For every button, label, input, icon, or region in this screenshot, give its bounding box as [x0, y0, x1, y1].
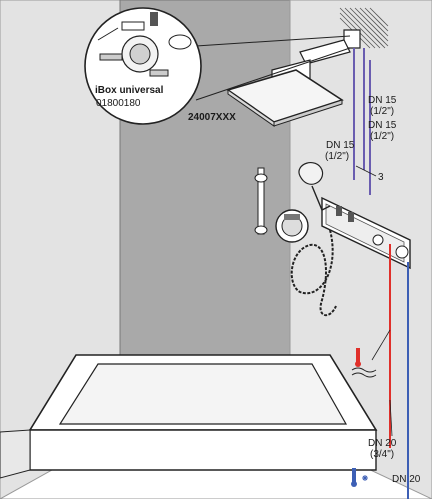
hand-shower-rail [254, 161, 331, 235]
leader-lines [371, 329, 393, 437]
dn20-a-line2: (3/4") [370, 449, 394, 460]
dn15-a-line2: (1/2") [370, 106, 394, 117]
dn20-b-line1: DN 20 [392, 474, 421, 485]
side-mark-label: 3 [378, 172, 384, 183]
ibox-code-label: 01800180 [96, 98, 141, 109]
ibox-part [97, 12, 192, 77]
shower-code-label: 24007XXX [188, 112, 236, 123]
wall-connector [275, 209, 309, 243]
thermometer-cold-icon [351, 468, 368, 487]
purple-pipes [353, 48, 371, 195]
dn15-b-line2: (1/2") [370, 131, 394, 142]
thermometer-hot-icon [351, 348, 377, 378]
bathtub [0, 354, 378, 479]
thermostat-panel [321, 196, 411, 270]
dn15-c-line2: (1/2") [325, 151, 349, 162]
overhead-shower [226, 29, 361, 127]
callout-line-2 [195, 47, 351, 101]
dn20-a-line1: DN 20 [368, 438, 397, 449]
marker-line [355, 165, 377, 177]
callout-line-1 [195, 35, 351, 47]
shower-hose [290, 229, 337, 316]
dn15-a-line1: DN 15 [368, 95, 397, 106]
dn15-b-line1: DN 15 [368, 120, 397, 131]
ibox-name-label: iBox universal [95, 85, 164, 96]
dn15-c-line1: DN 15 [326, 140, 355, 151]
